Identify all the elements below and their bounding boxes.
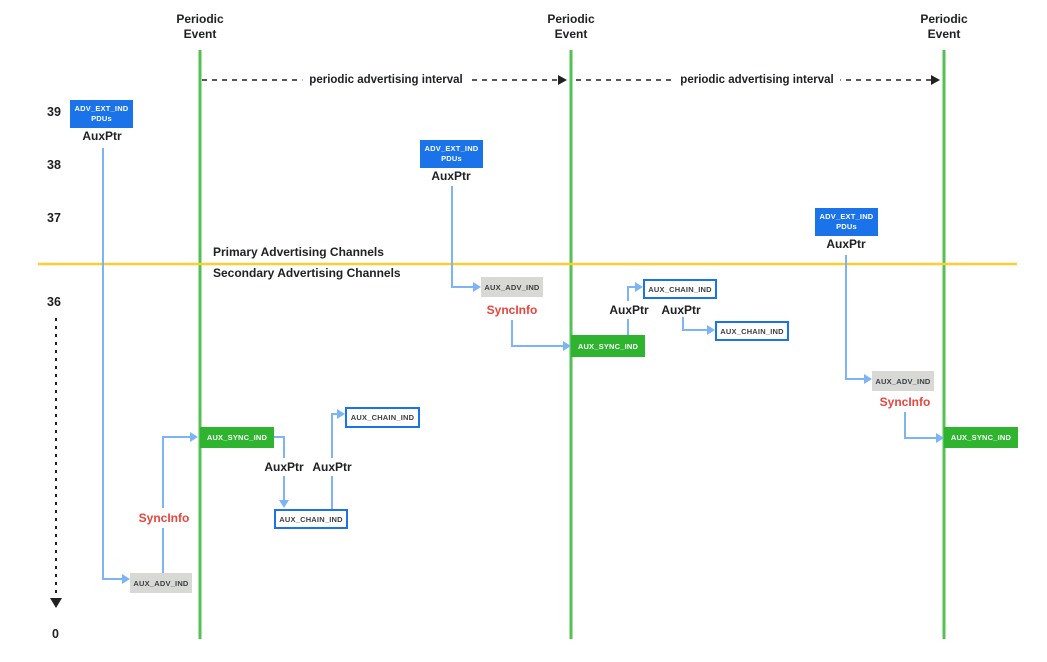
- aux-chain-ind-box-a-upper: AUX_CHAIN_IND: [345, 407, 420, 428]
- connector-syncinfo-3-arrowhead-icon: [936, 433, 944, 443]
- aux-adv-ind-box-1: AUX_ADV_IND: [130, 573, 192, 593]
- periodic-event-label-3-line2: Event: [927, 27, 961, 41]
- aux-adv-ind-box-2: AUX_ADV_IND: [481, 277, 543, 297]
- connector-chain-a2b: [331, 413, 337, 458]
- auxptr-label-a2: AuxPtr: [312, 460, 352, 474]
- channel-label-38: 38: [47, 158, 61, 172]
- connector-auxptr-2: [451, 186, 473, 288]
- channel-label-36: 36: [47, 295, 61, 309]
- interval-label-1: periodic advertising interval: [302, 74, 470, 86]
- aux-adv-ind-box-3: AUX_ADV_IND: [872, 371, 934, 391]
- aux-sync-ind-box-1: AUX_SYNC_IND: [200, 427, 274, 448]
- primary-channels-label: Primary Advertising Channels: [213, 245, 384, 259]
- connector-syncinfo-1-arrowhead-icon: [190, 432, 198, 442]
- periodic-event-label-3-line1: Periodic: [920, 12, 968, 26]
- periodic-event-label-2-line1: Periodic: [547, 12, 595, 26]
- channel-axis-arrowhead-icon: [50, 598, 62, 608]
- connector-chain-b2-arrowhead-icon: [707, 325, 715, 335]
- connector-chain-b1b: [627, 286, 635, 301]
- auxptr-label-3: AuxPtr: [826, 237, 866, 251]
- channel-label-39: 39: [47, 105, 61, 119]
- connector-chain-b1-arrowhead-icon: [635, 282, 643, 292]
- connector-syncinfo-2: [511, 320, 563, 347]
- interval-arrowhead-2-icon: [931, 75, 940, 85]
- connector-auxptr-1: [102, 148, 122, 580]
- auxptr-label-b1: AuxPtr: [609, 303, 649, 317]
- connector-auxptr-2-arrowhead-icon: [473, 282, 481, 292]
- syncinfo-label-3: SyncInfo: [879, 395, 931, 409]
- periodic-event-label-3: Periodic Event: [920, 12, 967, 42]
- periodic-event-label-1: Periodic Event: [176, 12, 223, 42]
- connector-auxptr-3: [845, 255, 864, 380]
- interval-label-2: periodic advertising interval: [673, 74, 841, 86]
- periodic-event-label-2-line2: Event: [554, 27, 588, 41]
- connector-chain-a1-arrowhead-icon: [279, 500, 289, 508]
- adv-ext-ind-box-2: ADV_EXT_IND PDUs: [420, 140, 483, 168]
- adv-ext-ind-box-1-line2: PDUs: [91, 114, 112, 123]
- connector-auxptr-3-arrowhead-icon: [864, 374, 872, 384]
- periodic-event-label-2: Periodic Event: [547, 12, 594, 42]
- periodic-event-label-1-line2: Event: [183, 27, 217, 41]
- connector-syncinfo-1b: [162, 436, 190, 508]
- secondary-channels-label: Secondary Advertising Channels: [213, 266, 401, 280]
- adv-ext-ind-box-3: ADV_EXT_IND PDUs: [815, 208, 878, 236]
- syncinfo-label-1: SyncInfo: [138, 511, 190, 525]
- connector-chain-a1a: [274, 436, 285, 458]
- connector-auxptr-1-arrowhead-icon: [122, 574, 130, 584]
- adv-ext-ind-box-2-line2: PDUs: [441, 154, 462, 163]
- adv-ext-ind-box-3-line1: ADV_EXT_IND: [819, 211, 874, 221]
- aux-sync-ind-box-2: AUX_SYNC_IND: [571, 335, 645, 357]
- connector-chain-b2: [682, 317, 707, 331]
- aux-chain-ind-box-b-upper: AUX_CHAIN_IND: [643, 279, 717, 299]
- adv-ext-ind-box-2-line1: ADV_EXT_IND: [424, 143, 479, 153]
- auxptr-label-b2: AuxPtr: [661, 303, 701, 317]
- periodic-event-label-1-line1: Periodic: [176, 12, 224, 26]
- aux-sync-ind-box-3: AUX_SYNC_IND: [944, 427, 1018, 448]
- auxptr-label-1: AuxPtr: [82, 129, 122, 143]
- auxptr-label-2: AuxPtr: [431, 169, 471, 183]
- adv-ext-ind-box-3-line2: PDUs: [836, 222, 857, 231]
- connector-syncinfo-3: [904, 412, 936, 439]
- connector-syncinfo-2-arrowhead-icon: [563, 341, 571, 351]
- auxptr-label-a1: AuxPtr: [264, 460, 304, 474]
- channel-label-0: 0: [52, 627, 59, 641]
- channel-label-37: 37: [47, 211, 61, 225]
- aux-chain-ind-box-b-lower: AUX_CHAIN_IND: [715, 321, 789, 341]
- interval-arrowhead-1-icon: [558, 75, 567, 85]
- adv-ext-ind-box-1-line1: ADV_EXT_IND: [74, 103, 129, 113]
- adv-ext-ind-box-1: ADV_EXT_IND PDUs: [70, 100, 133, 128]
- connector-chain-a2-arrowhead-icon: [337, 409, 345, 419]
- aux-chain-ind-box-a-lower: AUX_CHAIN_IND: [274, 509, 348, 529]
- syncinfo-label-2: SyncInfo: [486, 303, 538, 317]
